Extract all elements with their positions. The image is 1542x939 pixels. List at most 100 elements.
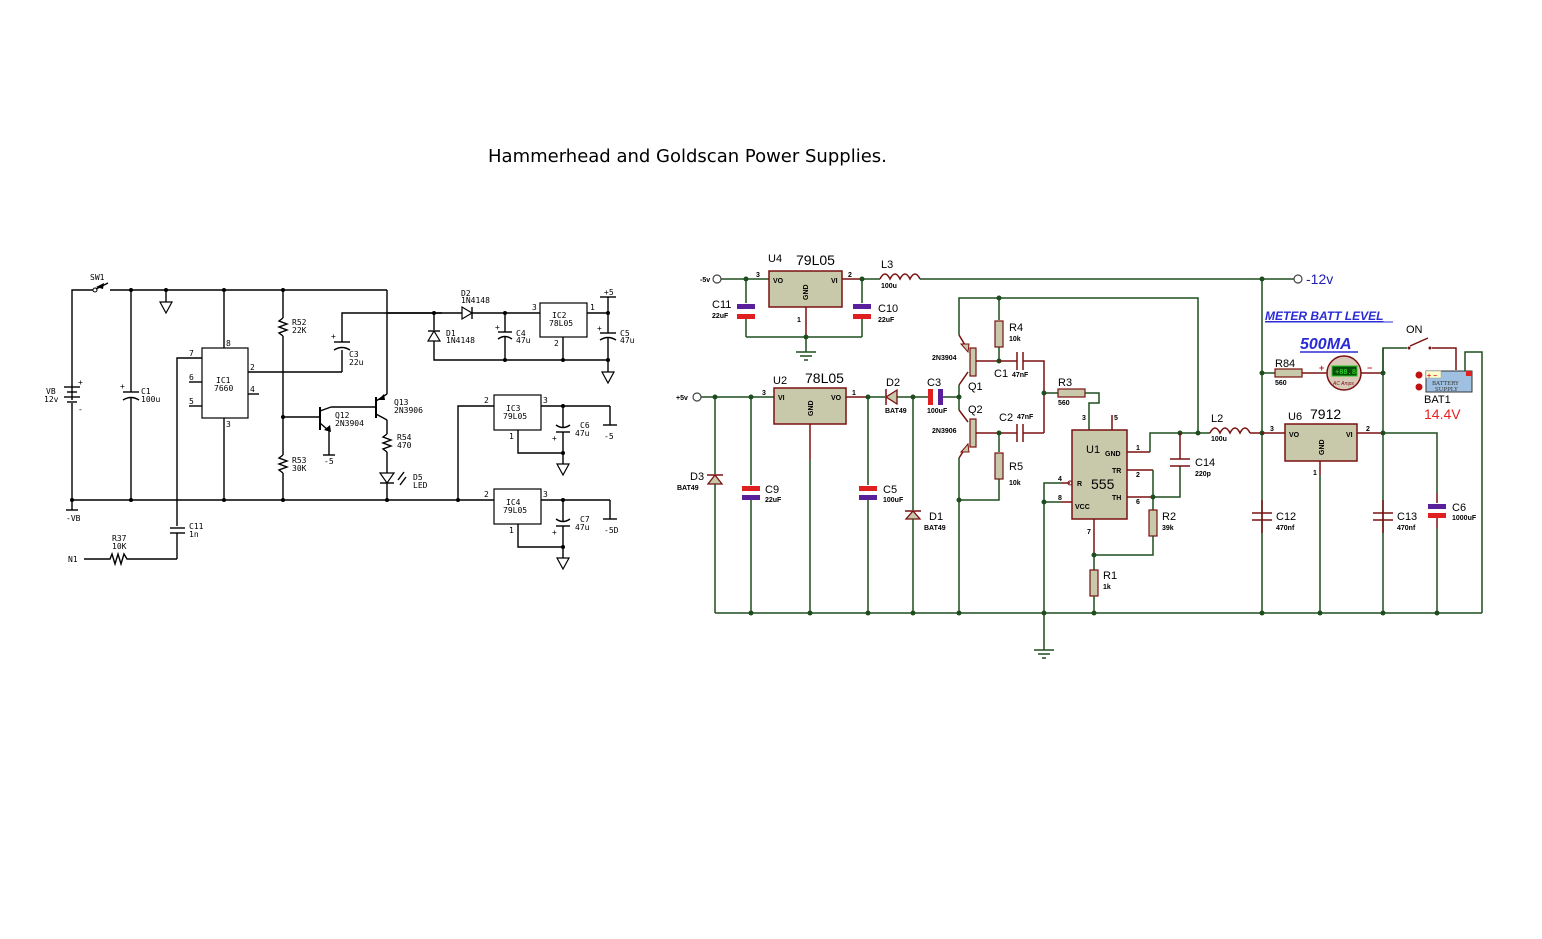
svg-text:1: 1 [590,303,595,312]
svg-text:TH: TH [1112,495,1121,502]
svg-text:+: + [331,332,336,341]
svg-text:TR: TR [1112,468,1121,475]
label-c1: C1 [141,387,151,396]
regulator-u6 [1284,423,1358,462]
svg-text:-5v: -5v [700,277,710,284]
switch-on[interactable] [1409,337,1429,347]
svg-text:SUPPLY: SUPPLY [1435,387,1458,393]
svg-text:10k: 10k [1009,480,1021,487]
label-sw1: SW1 [90,273,105,282]
wire [71,289,93,400]
svg-text:22K: 22K [292,326,307,335]
svg-text:R52: R52 [292,318,307,327]
label-vb-value: 12v [44,395,59,404]
svg-text:47nF: 47nF [1012,372,1029,379]
svg-text:100uF: 100uF [883,497,904,504]
svg-text:+: + [597,324,602,333]
diode-d1-icon [904,510,922,520]
resistor-r4 [994,320,1004,348]
svg-text:47nF: 47nF [1017,414,1034,421]
svg-text:2N3906: 2N3906 [932,428,957,435]
svg-text:3: 3 [762,390,766,397]
svg-text:+5: +5 [604,288,614,297]
svg-text:VI: VI [1346,432,1353,439]
svg-text:3: 3 [226,420,231,429]
switch-contact [92,287,98,293]
svg-text:100u: 100u [1211,436,1227,443]
svg-text:R37: R37 [112,534,127,543]
terminal-neg12v[interactable] [1293,274,1303,284]
resistor-r37 [84,551,177,567]
svg-text:IC3: IC3 [506,404,521,413]
svg-text:6: 6 [189,373,194,382]
svg-text:1: 1 [509,526,514,535]
svg-text:IC2: IC2 [552,311,567,320]
svg-text:VI: VI [778,395,785,402]
svg-text:GND: GND [1319,439,1326,455]
diode-d1-icon [426,329,442,342]
diode-d3-icon [706,473,724,485]
resistor-r53 [277,454,289,474]
svg-text:2: 2 [1366,426,1370,433]
svg-text:BAT49: BAT49 [885,408,907,415]
terminal-pos5v[interactable] [692,392,702,402]
svg-text:U2: U2 [773,375,787,387]
svg-text:1: 1 [797,317,801,324]
label-c1-value: 100u [141,395,160,404]
capacitor-c10-r [853,304,871,309]
svg-text:U4: U4 [768,253,782,265]
right-circuit: -5v 3 U4 79L05 VO VI GND 2 1 C11 22uF C1… [676,252,1483,659]
ic2-78l05 [539,302,588,338]
svg-text:R1: R1 [1103,570,1117,582]
svg-text:5: 5 [1114,415,1118,422]
svg-text:VO: VO [831,395,842,402]
resistor-r54 [381,433,393,453]
svg-text:C5: C5 [883,484,897,496]
svg-text:+: + [78,378,83,387]
svg-text:560: 560 [1058,400,1070,407]
svg-text:Q12: Q12 [335,411,350,420]
svg-text:2: 2 [484,396,489,405]
svg-text:3: 3 [756,272,760,279]
svg-text:+: + [1319,363,1324,373]
svg-text:2N3904: 2N3904 [335,419,364,428]
svg-text:1: 1 [509,432,514,441]
svg-text:2N3904: 2N3904 [932,355,957,362]
svg-text:10k: 10k [1009,336,1021,343]
svg-text:2: 2 [848,272,852,279]
led-d5-icon [378,472,396,485]
capacitor-c11-r [737,304,755,309]
svg-text:2: 2 [484,490,489,499]
svg-text:D5: D5 [413,473,423,482]
svg-text:C1: C1 [994,368,1008,380]
label-vb: VB [46,387,56,396]
page-title: Hammerhead and Goldscan Power Supplies. [488,146,887,167]
svg-text:GND: GND [803,284,810,300]
battery-terminal-pos [1415,371,1423,379]
svg-text:47u: 47u [575,523,590,532]
ground-icon [158,301,174,315]
svg-text:-5: -5 [604,432,614,441]
resistor-r52 [277,317,289,337]
svg-text:2: 2 [250,363,255,372]
svg-text:GND: GND [808,400,815,416]
svg-text:D1: D1 [929,511,943,523]
svg-text:78L05: 78L05 [805,370,844,386]
svg-text:+: + [120,382,125,391]
svg-text:C5: C5 [620,329,630,338]
meter-current: 500MA [1300,336,1352,353]
svg-text:Q2: Q2 [968,404,983,416]
svg-text:D2: D2 [461,289,471,298]
svg-text:AC Amps: AC Amps [1332,381,1354,387]
svg-text:-: - [78,405,83,414]
svg-text:C3: C3 [927,377,941,389]
svg-text:VO: VO [1289,432,1300,439]
svg-text:79L05: 79L05 [503,412,527,421]
svg-text:C9: C9 [765,484,779,496]
svg-text:R2: R2 [1162,511,1176,523]
svg-text:-5D: -5D [604,526,619,535]
label-ic1: IC1 [216,376,231,385]
terminal-neg5v[interactable] [712,274,722,284]
svg-text:C6: C6 [1452,502,1466,514]
